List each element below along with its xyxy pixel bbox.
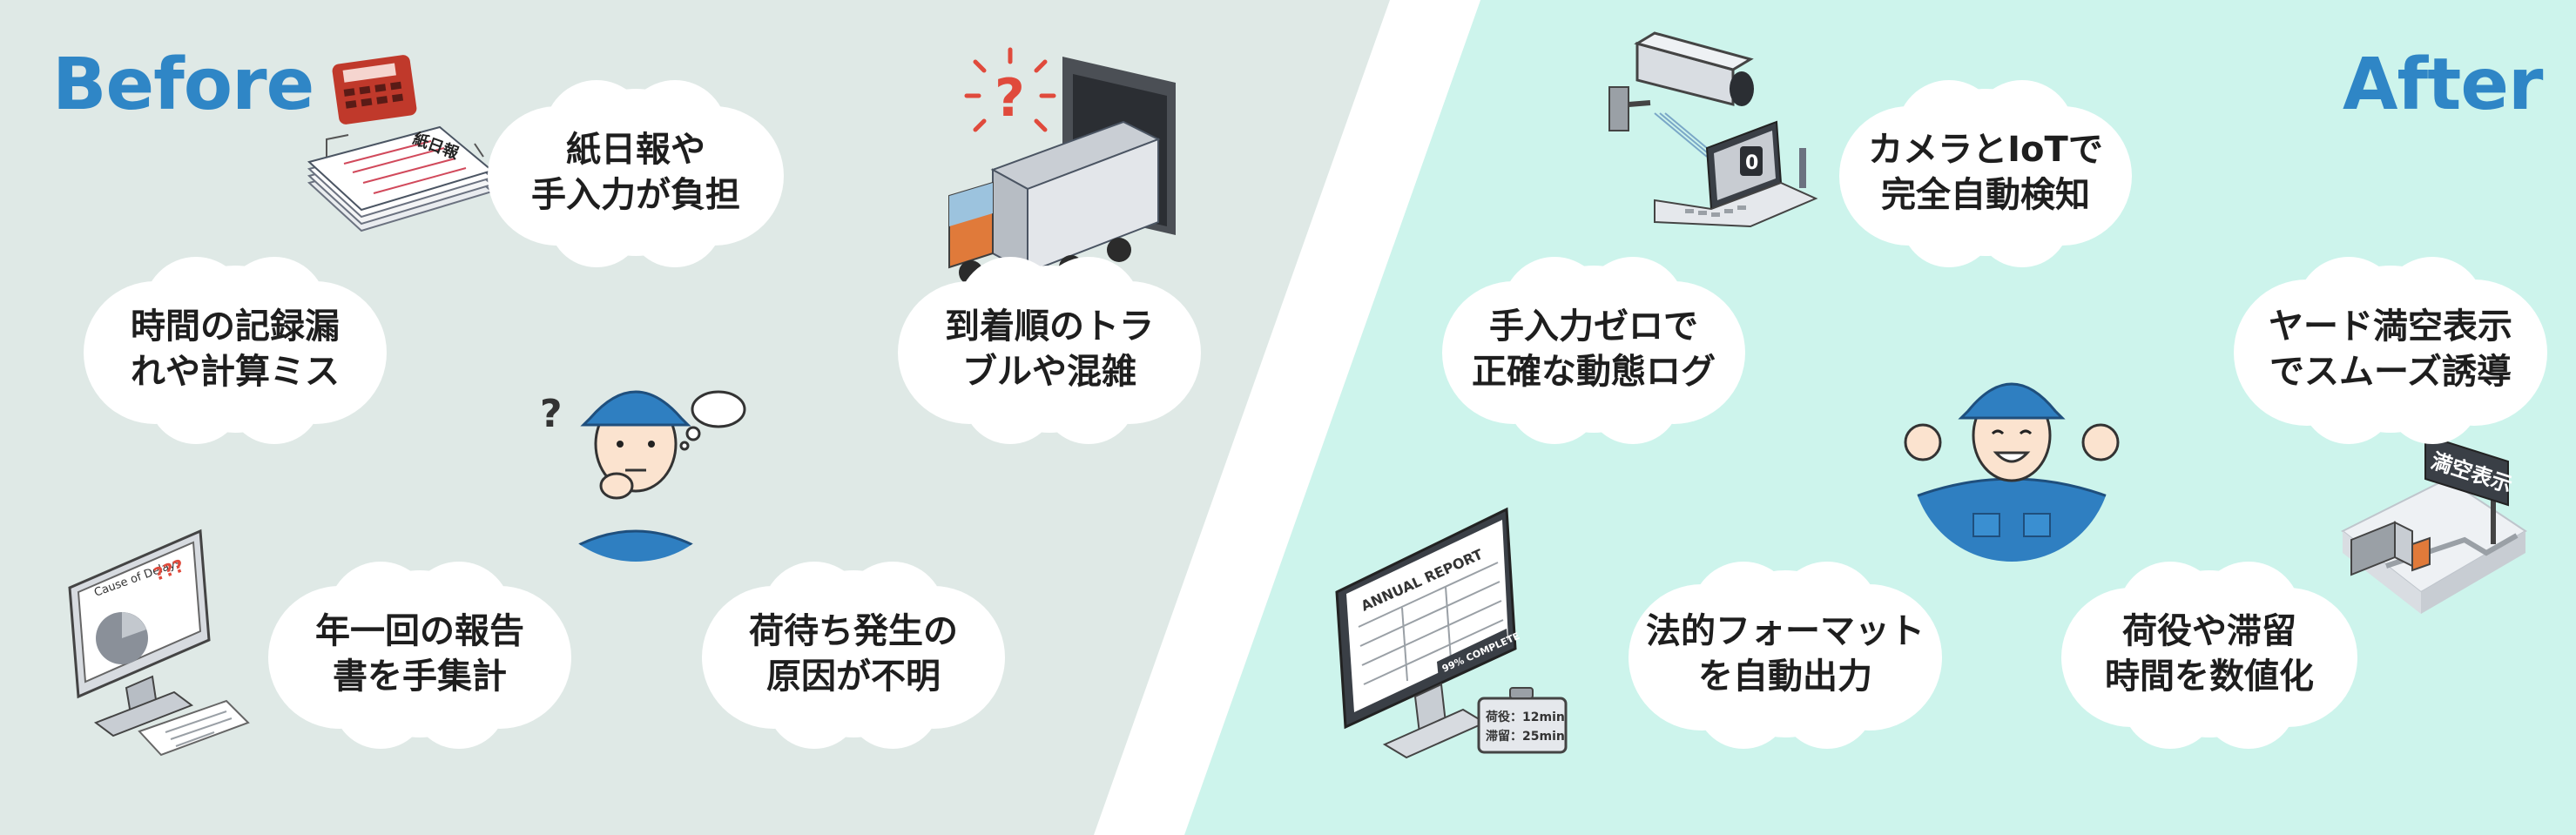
cloud-shape <box>898 257 1201 444</box>
cloud-shape <box>488 80 784 267</box>
cloud-shape <box>2234 257 2547 444</box>
truck-icon <box>948 120 1161 285</box>
question-mark: ? <box>540 392 563 436</box>
paper-stack-icon <box>307 125 495 232</box>
svg-text:?: ? <box>995 68 1025 129</box>
cloud-paper-burden: 紙日報や手入力が負担 <box>475 80 797 267</box>
bubble-line-2: を自動出力 <box>1698 657 1872 697</box>
cloud-legal-format: 法的フォーマットを自動出力 <box>1611 562 1959 749</box>
monitor-chart-illustration: Cause of Delays ??? <box>68 529 250 757</box>
laptop-counter: 0 <box>1745 152 1758 174</box>
cloud-shape <box>2061 562 2357 749</box>
cloud-shape <box>1442 257 1745 444</box>
bubble-line-1: 荷役や滞留 <box>2122 611 2296 651</box>
pie-chart-icon <box>96 612 148 664</box>
bubble-line-1: カメラとIoTで <box>1868 130 2103 170</box>
bubble-line-2: 正確な動態ログ <box>1472 352 1716 392</box>
bubble-line-1: ヤード満空表示 <box>2269 306 2512 347</box>
bubble-line-1: 時間の記録漏 <box>131 306 340 347</box>
bubble-line-1: 紙日報や <box>566 130 705 170</box>
timer-icon <box>1477 687 1568 754</box>
camera-laptop-illustration: 0 <box>1608 31 1818 228</box>
annual-report-illustration: ANNUAL REPORT 99% COMPLETE 荷役：12min 滞留：2… <box>1335 507 1568 759</box>
diagonal-divider <box>1094 0 1480 835</box>
cloud-arrival-trouble: 到着順のトラブルや混雑 <box>884 257 1215 444</box>
yard-sign-illustration: 満空表示 <box>2341 434 2527 614</box>
thought-cloud-icon <box>679 390 746 451</box>
bubble-line-2: 原因が不明 <box>766 657 941 697</box>
question-burst-icon: ? <box>964 47 1056 132</box>
sign-board-icon <box>2424 434 2509 544</box>
cloud-yard-guidance: ヤード満空表示でスムーズ誘導 <box>2216 257 2565 444</box>
cloud-shape <box>268 562 571 749</box>
paper-report-illustration: 紙日報 <box>307 55 495 232</box>
cloud-shape <box>84 257 387 444</box>
timer-line-2: 滞留：25min <box>1486 729 1565 744</box>
bubble-line-1: 荷待ち発生の <box>749 611 958 651</box>
truck-illustration: ? <box>948 47 1176 285</box>
bubble-line-2: 時間を数値化 <box>2105 657 2314 697</box>
cloud-accurate-log: 手入力ゼロで正確な動態ログ <box>1428 257 1759 444</box>
cloud-waiting-cause: 荷待ち発生の原因が不明 <box>688 562 1019 749</box>
cloud-shape <box>1629 562 1942 749</box>
after-title: After <box>2343 44 2543 126</box>
calculator-icon <box>332 55 417 125</box>
timer-line-1: 荷役：12min <box>1485 710 1565 724</box>
bubble-line-2: 完全自動検知 <box>1881 175 2090 215</box>
cloud-auto-detect: カメラとIoTで完全自動検知 <box>1829 80 2142 267</box>
camera-icon <box>1608 31 1754 131</box>
cloud-shape <box>1839 80 2132 267</box>
bubble-line-2: ブルや混雑 <box>962 352 1136 392</box>
cloud-quantify-time: 荷役や滞留時間を数値化 <box>2048 562 2370 749</box>
confused-worker-illustration: ? <box>533 359 746 564</box>
bubble-line-1: 年一回の報告 <box>315 611 524 651</box>
bubble-line-1: 法的フォーマット <box>1646 611 1925 651</box>
bubble-line-2: でスムーズ誘導 <box>2269 352 2512 392</box>
bubble-line-2: れや計算ミス <box>131 352 340 392</box>
bubble-line-2: 手入力が負担 <box>531 175 740 215</box>
bubble-line-1: 手入力ゼロで <box>1489 306 1698 347</box>
cloud-shape <box>702 562 1005 749</box>
cloud-time-errors: 時間の記録漏れや計算ミス <box>70 257 401 444</box>
before-title: Before <box>52 44 314 126</box>
bubble-line-1: 到着順のトラ <box>945 306 1154 347</box>
laptop-icon <box>1654 120 1818 228</box>
bubble-line-2: 書を手集計 <box>333 657 507 697</box>
cloud-annual-report: 年一回の報告書を手集計 <box>254 562 585 749</box>
happy-worker-illustration <box>1904 361 2120 562</box>
yard-truck-icon <box>2350 521 2431 576</box>
